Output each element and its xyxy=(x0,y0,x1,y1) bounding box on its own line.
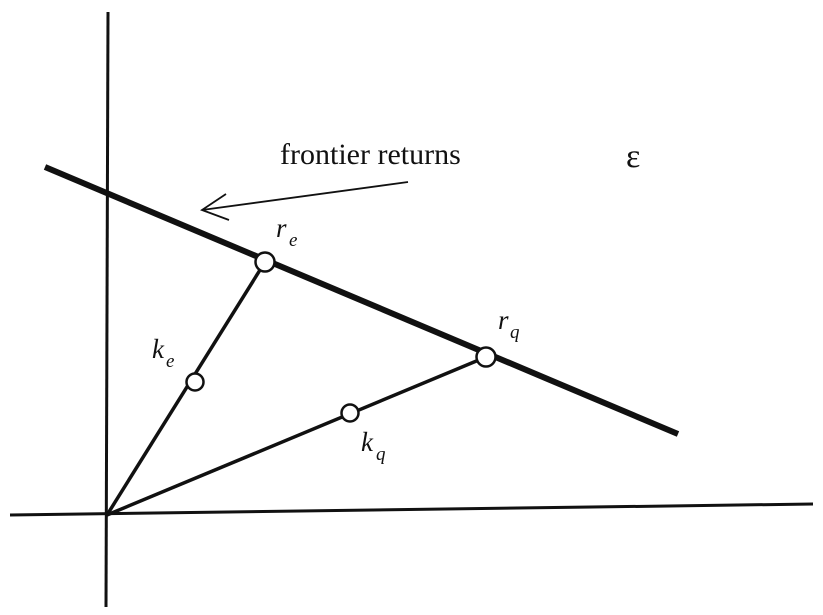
label-k-e: k e xyxy=(152,334,174,372)
label-r-q: r q xyxy=(498,305,520,343)
frontier-returns-label: frontier returns xyxy=(280,138,461,171)
label-k-q: k q xyxy=(361,427,386,465)
point-k-q xyxy=(340,403,360,423)
frontier-line xyxy=(43,164,680,437)
svg-text:k: k xyxy=(361,427,374,457)
svg-text:q: q xyxy=(510,322,520,343)
label-r-e: r e xyxy=(276,213,297,251)
svg-text:q: q xyxy=(376,444,386,465)
svg-text:e: e xyxy=(166,351,174,372)
svg-text:r: r xyxy=(498,305,509,335)
epsilon-symbol: ε xyxy=(626,138,640,175)
svg-text:r: r xyxy=(276,213,287,243)
frontier-arrow xyxy=(200,181,409,221)
ray-e xyxy=(105,261,267,516)
x-axis xyxy=(9,502,814,517)
y-axis xyxy=(104,11,110,608)
point-r-e xyxy=(254,251,276,273)
point-k-e xyxy=(185,372,205,392)
svg-text:k: k xyxy=(152,334,165,364)
point-r-q xyxy=(475,346,497,368)
svg-text:e: e xyxy=(289,230,297,251)
ray-q xyxy=(106,355,487,517)
